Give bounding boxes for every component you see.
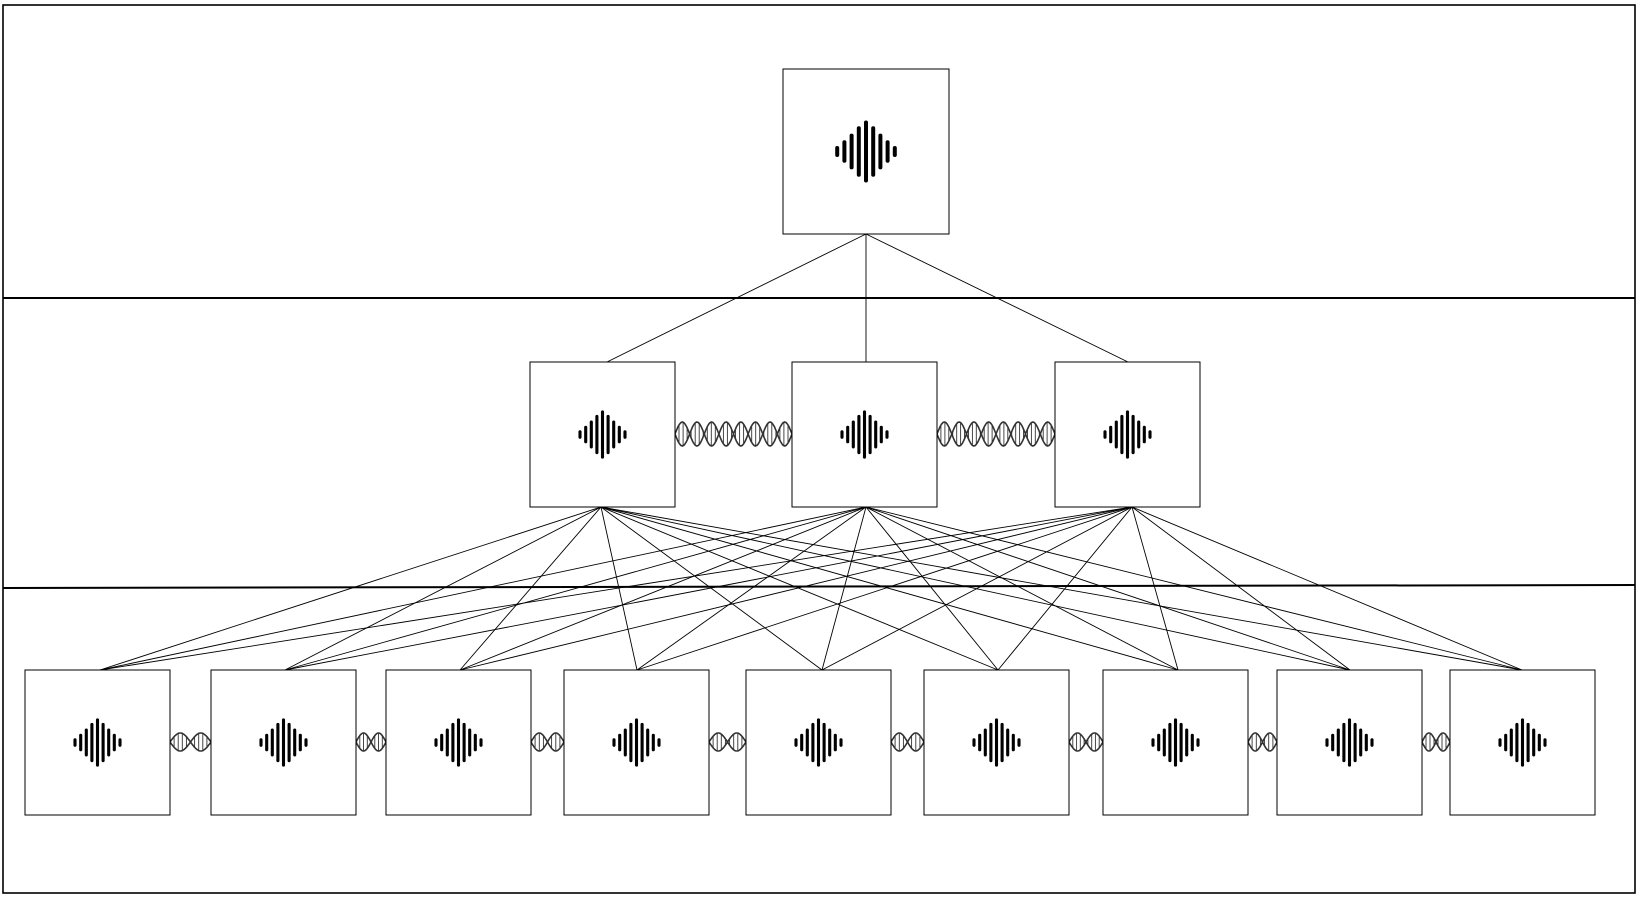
node-tier3-7[interactable] [1102,669,1249,816]
node-tier3-1[interactable] [24,669,171,816]
edge-top-to-mid-3 [865,233,1129,363]
waveform-icon [578,410,627,459]
node-tier3-9[interactable] [1449,669,1596,816]
dna-helix-icon [530,732,565,752]
waveform-icon [972,718,1021,767]
dna-helix-icon [1068,732,1104,752]
edge-mid-2-to-bottom-4 [636,506,867,671]
edge-mid-1-to-bottom-7 [600,506,1179,671]
waveform-icon [1151,718,1200,767]
tier-divider-bottom [2,584,1636,589]
node-tier3-5[interactable] [745,669,892,816]
node-tier3-2[interactable] [210,669,357,816]
edge-mid-2-to-bottom-7 [865,506,1179,671]
dna-helix-icon [169,732,212,752]
node-tier3-8[interactable] [1276,669,1423,816]
edge-mid-1-to-bottom-1 [99,506,602,671]
edge-mid-1-to-bottom-2 [284,506,602,671]
edge-mid-1-to-bottom-5 [600,506,823,671]
edge-mid-3-to-bottom-4 [636,506,1133,671]
node-tier3-3[interactable] [385,669,532,816]
edge-mid-1-to-bottom-8 [600,506,1351,671]
edge-mid-1-to-bottom-6 [600,506,999,671]
edge-mid-3-to-bottom-3 [459,506,1133,671]
waveform-icon [612,718,661,767]
waveform-icon [1325,718,1374,767]
dna-helix-icon [890,732,925,752]
waveform-icon [1498,718,1547,767]
dna-helix-icon [355,732,387,752]
dna-helix-icon [708,732,747,752]
waveform-icon [794,718,843,767]
node-tier3-4[interactable] [563,669,710,816]
node-tier2-2[interactable] [791,361,938,508]
edge-mid-1-to-bottom-3 [459,506,602,671]
edge-mid-3-to-bottom-6 [997,506,1133,671]
edge-mid-2-to-bottom-9 [865,506,1523,671]
edge-top-to-mid-1 [606,233,867,363]
outer-frame [2,4,1636,894]
edge-mid-2-to-bottom-2 [284,506,867,671]
node-tier2-1[interactable] [529,361,676,508]
node-tier2-3[interactable] [1054,361,1201,508]
node-tier1-1[interactable] [782,68,950,235]
dna-helix-icon [674,421,793,447]
waveform-icon [73,718,122,767]
edge-mid-3-to-bottom-1 [99,506,1133,671]
nodes [24,68,1596,816]
edge-mid-2-to-bottom-6 [865,506,999,671]
edge-mid-3-to-bottom-8 [1131,506,1351,671]
waveform-icon [434,718,483,767]
dna-helix-icon [1421,732,1451,752]
waveform-icon [1103,410,1152,459]
edge-mid-3-to-bottom-5 [821,506,1133,671]
dna-helix-icon [1247,732,1278,752]
waveform-icon [835,120,897,183]
edge-mid-3-to-bottom-2 [284,506,1133,671]
waveform-icon [840,410,889,459]
edge-mid-2-to-bottom-8 [865,506,1351,671]
edge-mid-1-to-bottom-4 [600,506,638,671]
edge-mid-2-to-bottom-5 [821,506,867,671]
edge-mid-2-to-bottom-3 [459,506,867,671]
edge-mid-1-to-bottom-9 [600,506,1523,671]
waveform-icon [259,718,308,767]
edge-mid-3-to-bottom-9 [1131,506,1523,671]
node-tier3-6[interactable] [923,669,1070,816]
dna-helix-icon [936,421,1056,447]
connection-lines [99,233,1523,671]
edge-mid-2-to-bottom-1 [99,506,867,671]
sibling-links [169,421,1451,752]
edge-mid-3-to-bottom-7 [1131,506,1179,671]
